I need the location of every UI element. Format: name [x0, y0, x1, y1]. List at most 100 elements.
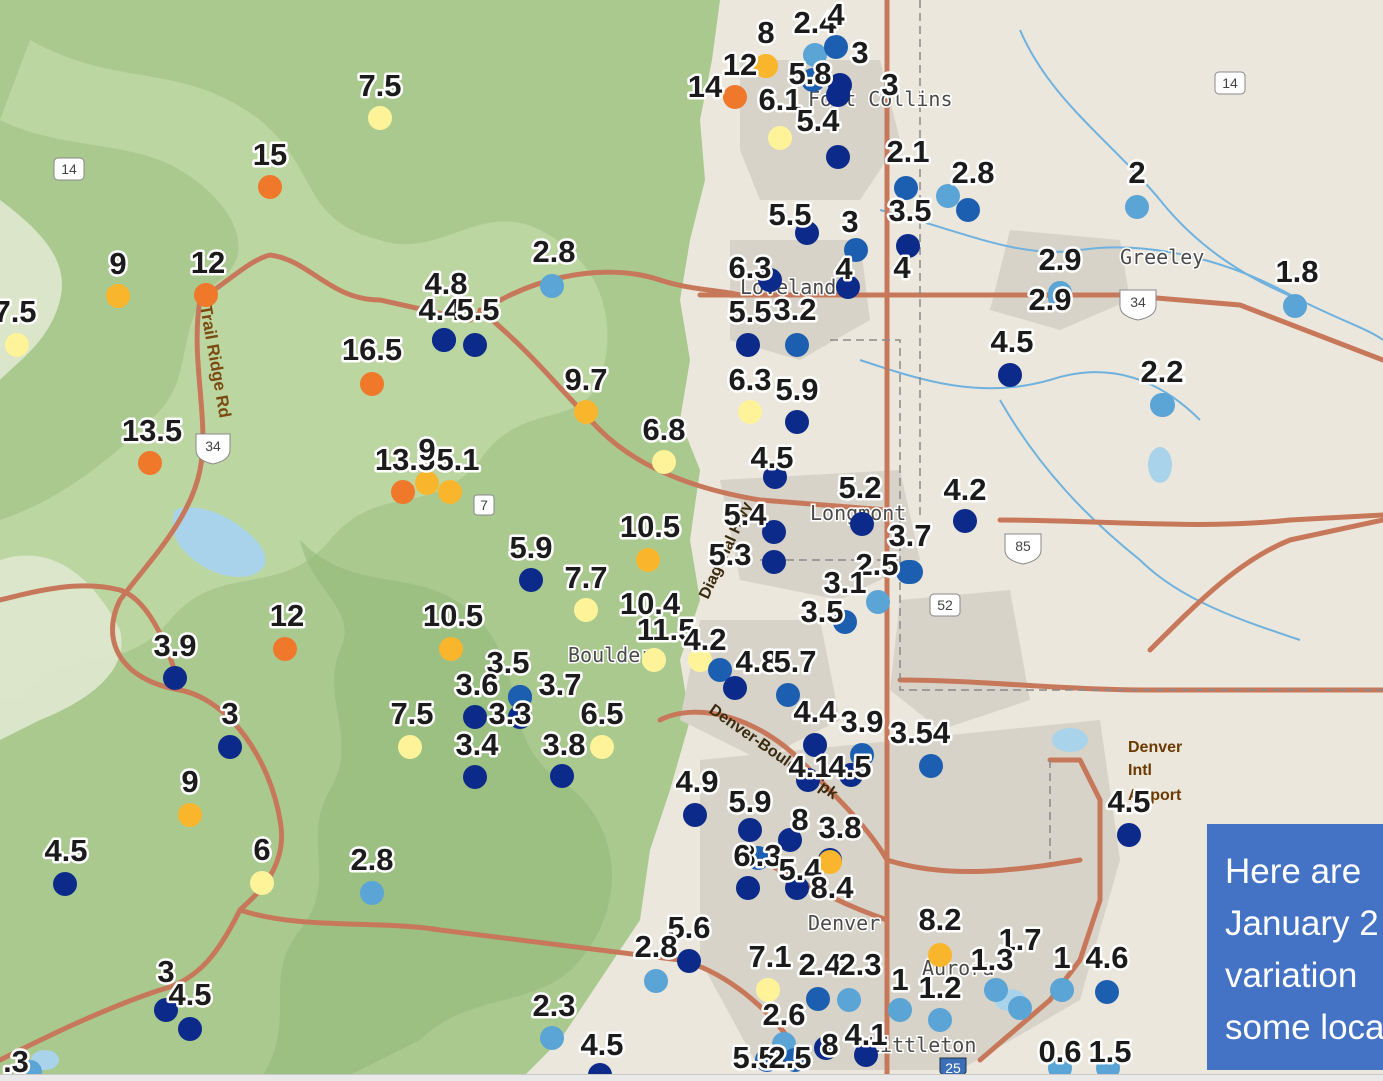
observation-dot[interactable]	[803, 733, 827, 757]
observation-dot[interactable]	[1150, 393, 1174, 417]
observation-dot[interactable]	[833, 610, 857, 634]
observation-dot[interactable]	[508, 685, 532, 709]
observation-dot[interactable]	[178, 1017, 202, 1041]
observation-dot[interactable]	[844, 238, 868, 262]
observation-dot[interactable]	[273, 637, 297, 661]
observation-dot[interactable]	[540, 1026, 564, 1050]
observation-dot[interactable]	[814, 1036, 838, 1060]
observation-dot[interactable]	[1095, 980, 1119, 1004]
observation-dot[interactable]	[683, 803, 707, 827]
observation-dot[interactable]	[754, 54, 778, 78]
observation-dot[interactable]	[644, 969, 668, 993]
observation-dot[interactable]	[806, 987, 830, 1011]
observation-dot[interactable]	[785, 333, 809, 357]
observation-dot[interactable]	[163, 666, 187, 690]
observation-dot[interactable]	[839, 763, 863, 787]
observation-dot[interactable]	[850, 512, 874, 536]
observation-dot[interactable]	[756, 978, 780, 1002]
observation-dot[interactable]	[826, 145, 850, 169]
observation-dot[interactable]	[652, 450, 676, 474]
observation-dot[interactable]	[708, 658, 732, 682]
observation-dot[interactable]	[677, 949, 701, 973]
observation-dot[interactable]	[768, 126, 792, 150]
observation-dot[interactable]	[250, 871, 274, 895]
observation-dot[interactable]	[778, 828, 802, 852]
observation-dot[interactable]	[432, 328, 456, 352]
observation-dot[interactable]	[776, 683, 800, 707]
observation-dot[interactable]	[795, 221, 819, 245]
observation-dot[interactable]	[896, 234, 920, 258]
observation-dot[interactable]	[590, 735, 614, 759]
observation-dot[interactable]	[928, 1008, 952, 1032]
observation-dot[interactable]	[763, 465, 787, 489]
observation-dot[interactable]	[899, 560, 923, 584]
observation-dot[interactable]	[755, 1048, 779, 1072]
observation-dot[interactable]	[723, 85, 747, 109]
observation-dot[interactable]	[360, 372, 384, 396]
observation-dot[interactable]	[723, 676, 747, 700]
observation-dot[interactable]	[550, 764, 574, 788]
observation-dot[interactable]	[508, 705, 532, 729]
observation-dot[interactable]	[826, 83, 850, 107]
observation-dot[interactable]	[758, 268, 782, 292]
observation-dot[interactable]	[463, 333, 487, 357]
observation-dot[interactable]	[1008, 996, 1032, 1020]
observation-dot[interactable]	[1117, 823, 1141, 847]
observation-dot[interactable]	[850, 743, 874, 767]
observation-dot[interactable]	[258, 175, 282, 199]
observation-dot[interactable]	[463, 765, 487, 789]
observation-dot[interactable]	[801, 68, 825, 92]
observation-dot[interactable]	[936, 184, 960, 208]
observation-dot[interactable]	[5, 333, 29, 357]
observation-dot[interactable]	[688, 648, 712, 672]
observation-dot[interactable]	[762, 520, 786, 544]
observation-dot[interactable]	[894, 176, 918, 200]
observation-dot[interactable]	[824, 35, 848, 59]
observation-dot[interactable]	[866, 590, 890, 614]
observation-dot[interactable]	[888, 998, 912, 1022]
observation-dot[interactable]	[574, 400, 598, 424]
observation-dot[interactable]	[463, 705, 487, 729]
observation-dot[interactable]	[1048, 286, 1072, 310]
observation-dot[interactable]	[218, 735, 242, 759]
observation-dot[interactable]	[178, 803, 202, 827]
observation-dot[interactable]	[836, 275, 860, 299]
observation-dot[interactable]	[368, 106, 392, 130]
observation-dot[interactable]	[398, 735, 422, 759]
observation-dot[interactable]	[106, 284, 130, 308]
observation-dot[interactable]	[956, 198, 980, 222]
observation-dot[interactable]	[783, 1048, 807, 1072]
observation-dot[interactable]	[415, 471, 439, 495]
observation-dot[interactable]	[803, 43, 827, 67]
observation-dot[interactable]	[642, 648, 666, 672]
observation-dot[interactable]	[785, 876, 809, 900]
observation-dot[interactable]	[928, 943, 952, 967]
observation-dot[interactable]	[138, 451, 162, 475]
observation-dot[interactable]	[438, 480, 462, 504]
observation-dot[interactable]	[1283, 294, 1307, 318]
observation-dot[interactable]	[953, 509, 977, 533]
observation-dot[interactable]	[540, 274, 564, 298]
observation-dot[interactable]	[1050, 978, 1074, 1002]
observation-dot[interactable]	[785, 410, 809, 434]
observation-dot[interactable]	[738, 818, 762, 842]
observation-dot[interactable]	[796, 768, 820, 792]
observation-dot[interactable]	[998, 363, 1022, 387]
observation-dot[interactable]	[919, 754, 943, 778]
observation-dot[interactable]	[574, 598, 598, 622]
observation-dot[interactable]	[1125, 195, 1149, 219]
observation-dot[interactable]	[154, 998, 178, 1022]
observation-dot[interactable]	[818, 850, 842, 874]
observation-dot[interactable]	[984, 978, 1008, 1002]
observation-dot[interactable]	[736, 333, 760, 357]
observation-dot[interactable]	[53, 872, 77, 896]
observation-dot[interactable]	[738, 400, 762, 424]
observation-dot[interactable]	[439, 637, 463, 661]
observation-dot[interactable]	[762, 550, 786, 574]
observation-dot[interactable]	[746, 846, 770, 870]
observation-dot[interactable]	[854, 1043, 878, 1067]
observation-dot[interactable]	[519, 568, 543, 592]
observation-dot[interactable]	[360, 881, 384, 905]
observation-dot[interactable]	[837, 988, 861, 1012]
